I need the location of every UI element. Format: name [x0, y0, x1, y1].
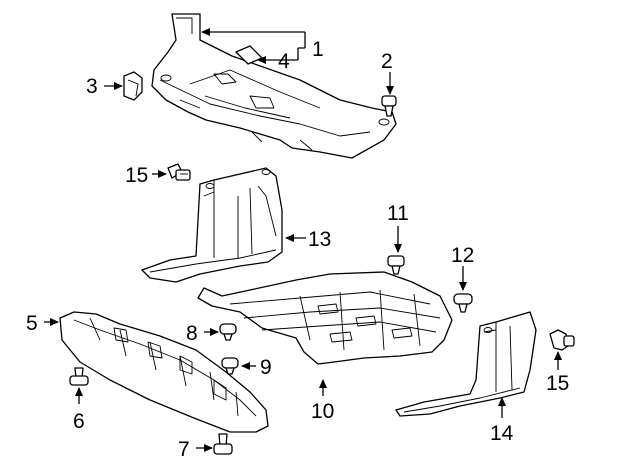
- callout-6: 6: [73, 410, 85, 433]
- callout-5: 5: [26, 312, 38, 335]
- callout-11: 11: [387, 202, 409, 225]
- part-15-upper-bolt: [167, 163, 191, 181]
- callout-15-upper: 15: [125, 164, 148, 187]
- callout-12: 12: [451, 244, 474, 267]
- part-12-clip: [453, 293, 473, 313]
- part-3-bracket: [123, 71, 143, 101]
- callout-1: 1: [312, 38, 324, 61]
- callout-10: 10: [311, 400, 334, 423]
- part-15-lower-clip: [549, 329, 575, 351]
- part-10-under-cover: [197, 271, 453, 365]
- callout-9: 9: [260, 356, 272, 379]
- callout-14: 14: [490, 422, 514, 445]
- callouts: 1 2 3 4 5 6 7 8 9 10 11 12 13 14 15 15: [26, 38, 569, 461]
- part-7-screw: [213, 433, 233, 455]
- callout-15-lower: 15: [546, 372, 569, 395]
- part-8-clip: [219, 323, 237, 341]
- callout-2: 2: [381, 50, 393, 73]
- callout-8: 8: [186, 322, 198, 345]
- callout-7: 7: [178, 438, 190, 461]
- part-5-spoiler: [59, 311, 269, 433]
- part-1-upper-shield: [151, 13, 397, 159]
- callout-4: 4: [278, 50, 290, 73]
- part-13-splash-shield: [141, 167, 283, 283]
- part-9-clip: [221, 357, 239, 375]
- part-6-screw: [69, 367, 89, 386]
- leader-lines: [44, 32, 562, 452]
- part-11-bolt: [387, 255, 405, 275]
- callout-13: 13: [308, 228, 331, 251]
- part-2-clip: [381, 95, 397, 117]
- part-14-splash-shield: [395, 311, 537, 417]
- callout-3: 3: [86, 75, 98, 98]
